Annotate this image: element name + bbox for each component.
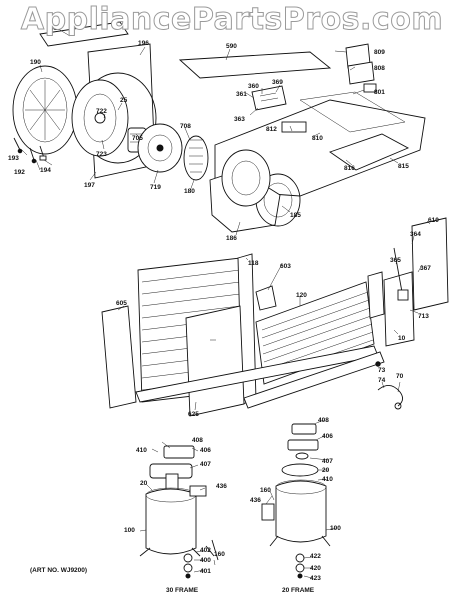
blower-wheel-719 xyxy=(137,123,183,173)
callout-25: 25 xyxy=(120,97,128,104)
callout-367: 367 xyxy=(420,265,431,272)
callout-192: 192 xyxy=(14,169,25,176)
callout-603: 603 xyxy=(280,263,291,270)
callout-713: 713 xyxy=(418,313,429,320)
callout-l436: 436 xyxy=(216,483,227,490)
callout-r436: 436 xyxy=(250,497,261,504)
callout-r410: 410 xyxy=(322,476,333,483)
evaporator-coil-120 xyxy=(255,281,375,385)
hardware-193-192-194 xyxy=(13,137,47,164)
callout-812: 812 xyxy=(266,126,277,133)
callout-l410: 410 xyxy=(136,447,147,454)
callout-labels: 815 196 190 25 722 723 705 708 193 192 1… xyxy=(8,25,439,582)
callout-801: 801 xyxy=(374,89,385,96)
callout-196: 196 xyxy=(138,40,149,47)
bulkhead-panel-625 xyxy=(185,305,245,417)
control-panel-360-369 xyxy=(251,85,287,111)
base-rail xyxy=(135,345,385,409)
callout-363: 363 xyxy=(234,116,245,123)
control-box-610 xyxy=(367,217,449,347)
callout-808: 808 xyxy=(374,65,385,72)
leader-lines xyxy=(21,29,431,579)
callout-l406: 406 xyxy=(200,447,211,454)
callout-l400: 400 xyxy=(200,557,211,564)
site-watermark: AppliancePartsPros.com xyxy=(20,2,444,38)
callout-590: 590 xyxy=(226,43,237,50)
callout-118: 118 xyxy=(248,260,259,267)
callout-180: 180 xyxy=(184,188,195,195)
callout-361: 361 xyxy=(236,91,247,98)
callout-10: 10 xyxy=(398,335,406,342)
callout-l20: 20 xyxy=(140,480,148,487)
callout-705: 705 xyxy=(132,135,143,142)
callout-625: 625 xyxy=(188,411,199,418)
callout-r422: 422 xyxy=(310,553,321,560)
callout-723: 723 xyxy=(96,151,107,158)
callout-r160: 160 xyxy=(260,487,271,494)
callout-l100: 100 xyxy=(124,527,135,534)
callout-r20: 20 xyxy=(322,467,330,474)
fan-blade-722 xyxy=(71,79,129,157)
callout-l160: 160 xyxy=(214,551,225,558)
callout-l402: 402 xyxy=(200,547,211,554)
orifice-186 xyxy=(221,149,271,207)
callout-369: 369 xyxy=(272,79,283,86)
callout-815-top: 815 xyxy=(50,25,61,32)
callout-722: 722 xyxy=(96,108,107,115)
callout-364: 364 xyxy=(410,231,421,238)
cover-plate-590 xyxy=(178,51,332,79)
callout-120: 120 xyxy=(296,292,307,299)
compressor-30-frame xyxy=(139,445,219,579)
callout-810: 810 xyxy=(312,135,323,142)
callout-719: 719 xyxy=(150,184,161,191)
callout-816: 816 xyxy=(344,165,355,172)
callout-r407: 407 xyxy=(322,458,333,465)
frame-caption-20: 20 FRAME xyxy=(282,587,315,594)
fan-shroud-190 xyxy=(12,65,78,155)
callout-193: 193 xyxy=(8,155,19,162)
callout-r100: 100 xyxy=(330,525,341,532)
bracket-603 xyxy=(255,285,277,311)
callout-809: 809 xyxy=(374,49,385,56)
art-number: (ART NO. WJ9200) xyxy=(30,567,87,574)
callout-190: 190 xyxy=(30,59,41,66)
callout-194: 194 xyxy=(40,167,51,174)
callout-l408: 408 xyxy=(192,437,203,444)
callout-815-base: 815 xyxy=(398,163,409,170)
side-panel-605 xyxy=(101,305,137,409)
callout-r420: 420 xyxy=(310,565,321,572)
callout-73: 73 xyxy=(378,367,386,374)
callout-r406: 406 xyxy=(322,433,333,440)
callout-l401: 401 xyxy=(200,568,211,575)
callout-r408: 408 xyxy=(318,417,329,424)
compressor-20-frame xyxy=(261,423,331,579)
blower-wheel-180 xyxy=(183,135,209,181)
callout-185: 185 xyxy=(290,212,301,219)
control-bracket-809-808 xyxy=(345,43,375,85)
callout-610: 610 xyxy=(428,217,439,224)
frame-caption-30: 30 FRAME xyxy=(166,587,199,594)
switch-801 xyxy=(363,83,377,93)
callout-197: 197 xyxy=(84,182,95,189)
callout-360: 360 xyxy=(248,83,259,90)
callout-708: 708 xyxy=(180,123,191,130)
callout-r423: 423 xyxy=(310,575,321,582)
callout-605: 605 xyxy=(116,300,127,307)
top-panel-815 xyxy=(39,21,129,47)
callout-186: 186 xyxy=(226,235,237,242)
callout-365: 365 xyxy=(390,257,401,264)
callout-70: 70 xyxy=(396,373,404,380)
callout-l407: 407 xyxy=(200,461,211,468)
callout-74: 74 xyxy=(378,377,386,384)
